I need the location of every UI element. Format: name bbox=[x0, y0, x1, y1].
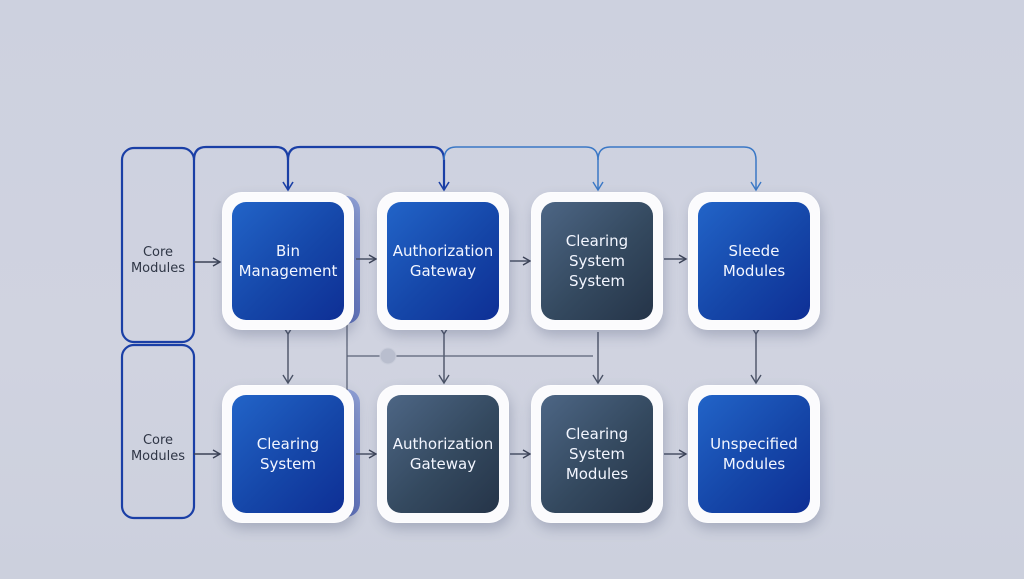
card-authorization-gateway[interactable]: Authorization Gateway bbox=[377, 192, 509, 330]
card-title-line2: Modules bbox=[722, 455, 786, 473]
card-title-line2: Modules bbox=[722, 262, 786, 280]
card-title-line1: Clearing bbox=[565, 232, 629, 250]
middle-bus-node bbox=[379, 347, 397, 365]
card-title-line1: Unspecified bbox=[710, 435, 798, 453]
card-title-line2: System bbox=[260, 455, 316, 473]
core-modules-bracket-top bbox=[120, 146, 196, 344]
card-title-line1: Clearing bbox=[256, 435, 320, 453]
card-body: Authorization Gateway bbox=[387, 202, 499, 320]
card-bin-management[interactable]: Bin Management bbox=[222, 192, 360, 330]
top-bus-dark-2 bbox=[286, 145, 450, 192]
group-label-core-modules-top: Core Modules bbox=[122, 245, 194, 277]
group-label-core-modules-bottom: Core Modules bbox=[122, 433, 194, 465]
top-bus-light-2 bbox=[597, 146, 762, 192]
card-title-line3: System bbox=[569, 272, 625, 290]
card-title-line3: Modules bbox=[565, 465, 629, 483]
card-title-line2: Gateway bbox=[409, 455, 477, 473]
card-title-line2: Management bbox=[238, 262, 338, 280]
card-title-line1: Bin bbox=[276, 242, 300, 260]
card-title-line2: Gateway bbox=[409, 262, 477, 280]
top-bus-light bbox=[443, 146, 604, 192]
card-authorization-gateway-2[interactable]: Authorization Gateway bbox=[377, 385, 509, 523]
card-body: Bin Management bbox=[232, 202, 344, 320]
card-clearing-system[interactable]: Clearing System bbox=[222, 385, 360, 523]
group-label-line1: Core bbox=[142, 245, 174, 260]
card-body: Authorization Gateway bbox=[387, 395, 499, 513]
core-modules-bracket-bottom bbox=[120, 343, 196, 520]
card-sleede-modules[interactable]: Sleede Modules bbox=[688, 192, 820, 330]
card-body: Unspecified Modules bbox=[698, 395, 810, 513]
card-unspecified-modules[interactable]: Unspecified Modules bbox=[688, 385, 820, 523]
card-body: Clearing System System bbox=[541, 202, 653, 320]
card-title-line2: System bbox=[569, 445, 625, 463]
group-label-line2: Modules bbox=[130, 261, 186, 276]
card-clearing-system-system[interactable]: Clearing System System bbox=[531, 192, 663, 330]
top-bus-dark bbox=[192, 145, 294, 192]
card-body: Clearing System bbox=[232, 395, 344, 513]
card-title-line1: Authorization bbox=[392, 242, 494, 260]
card-body: Clearing System Modules bbox=[541, 395, 653, 513]
card-title-line1: Sleede bbox=[728, 242, 780, 260]
group-label-line1: Core bbox=[142, 433, 174, 448]
card-body: Sleede Modules bbox=[698, 202, 810, 320]
group-label-line2: Modules bbox=[130, 449, 186, 464]
card-title-line1: Authorization bbox=[392, 435, 494, 453]
card-title-line2: System bbox=[569, 252, 625, 270]
card-clearing-system-modules[interactable]: Clearing System Modules bbox=[531, 385, 663, 523]
card-title-line1: Clearing bbox=[565, 425, 629, 443]
